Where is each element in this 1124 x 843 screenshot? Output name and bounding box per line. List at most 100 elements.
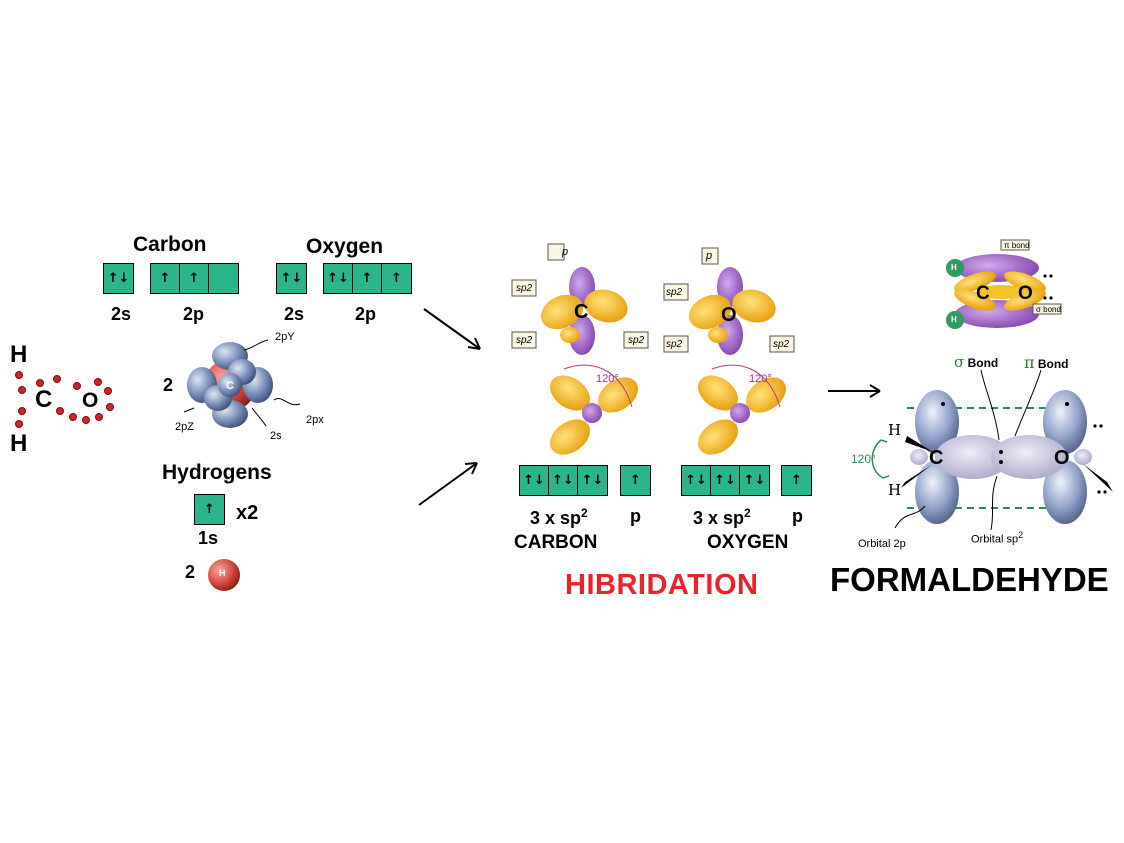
sigma-bond-label: σ Bond: [954, 353, 998, 371]
label-2py: 2pY: [275, 331, 295, 343]
hydrogens-title: Hydrogens: [162, 461, 272, 484]
carbon-trigonal-orbitals: [550, 364, 638, 455]
oxygen-hybrid-center: O: [721, 304, 737, 326]
carbon-orbital-label-sp2-b: sp2: [516, 335, 533, 346]
pi-symbol: π: [1024, 353, 1035, 372]
small-model-sigma-bond: σ bond: [1036, 305, 1061, 314]
oxygen-title: Oxygen: [306, 235, 384, 258]
small-model-h-top: H: [951, 263, 957, 272]
oxygen-orbital-label-sp2-b: sp2: [666, 339, 683, 350]
label-2pz: 2pZ: [175, 421, 194, 433]
pi-bond-text: Bond: [1037, 357, 1069, 371]
orbital-box: ↑: [791, 473, 802, 488]
carbon-sp2-label-text: 3 x sp: [530, 508, 582, 528]
carbon-p-label: p: [630, 506, 641, 526]
hybridation-title: HIBRIDATION: [565, 569, 759, 601]
orbital-sp2-label: Orbital sp2: [971, 530, 1023, 546]
pi-bond-label: π Bond: [1024, 353, 1069, 372]
lewis-electron-dots: [15, 371, 114, 428]
formaldehyde-h-top: H: [888, 421, 902, 439]
orbital-box: ↑: [180, 264, 209, 293]
formaldehyde-orbital-model: [871, 369, 1113, 531]
orbital-box: ↑↓: [520, 466, 549, 495]
oxygen-sp2-label-text: 3 x sp: [693, 508, 745, 528]
svg-text:C: C: [226, 380, 234, 392]
lewis-o: O: [82, 389, 99, 412]
carbon-orbital-label-sp2-a: sp2: [516, 283, 533, 294]
formaldehyde-small-model: [946, 239, 1062, 329]
oxygen-2s-boxes: ↑↓: [276, 263, 307, 294]
oxygen-hybrid-name: OXYGEN: [707, 532, 789, 553]
carbon-angle-label: 120°: [596, 373, 619, 385]
oxygen-sp2-superscript: 2: [744, 506, 751, 520]
carbon-p-boxes: ↑: [620, 465, 651, 496]
small-model-h-bottom: H: [951, 315, 957, 324]
oxygen-2p-boxes: ↑↓ ↑ ↑: [323, 263, 412, 294]
carbon-2s-label: 2s: [111, 304, 132, 324]
orbital-box: ↑↓: [581, 473, 604, 488]
oxygen-angle-label: 120°: [749, 373, 772, 385]
carbon-sp2-label: 3 x sp2: [530, 507, 588, 527]
oxygen-sp2-boxes: ↑↓ ↑↓ ↑↓: [681, 465, 770, 496]
orbital-box: ↑: [151, 264, 180, 293]
hydrogen-atom-symbol: H: [219, 568, 226, 578]
orbital-box: ↑↓: [682, 466, 711, 495]
oxygen-orbital-label-sp2-c: sp2: [773, 339, 790, 350]
oxygen-2p-label: 2p: [355, 304, 377, 324]
orbital-box: ↑↓: [280, 271, 303, 286]
hydrogens-multiplier: x2: [236, 502, 259, 524]
small-model-pi-bond: π bond: [1004, 241, 1030, 250]
carbon-orbital-label-p: p: [562, 246, 569, 258]
orbital-box: ↑: [204, 502, 215, 517]
orbital-sp2-superscript: 2: [1018, 530, 1024, 540]
lewis-structure: H H C O: [0, 335, 130, 465]
orbital-box: ↑: [391, 271, 402, 286]
orbital-box: [209, 264, 238, 293]
orbital-box: ↑↓: [711, 466, 740, 495]
lewis-c: C: [35, 386, 53, 413]
hydrogen-atom-count: 2: [185, 562, 196, 582]
carbon-sp2-boxes: ↑↓ ↑↓ ↑↓: [519, 465, 608, 496]
orbital-box: ↑↓: [107, 271, 130, 286]
orbital-box: ↑↓: [743, 473, 766, 488]
label-2s-model: 2s: [270, 430, 282, 442]
label-2px: 2px: [306, 414, 324, 426]
carbon-hybrid-orbitals: [511, 243, 649, 355]
oxygen-2s-label: 2s: [284, 304, 305, 324]
carbon-sp2-superscript: 2: [581, 506, 588, 520]
oxygen-sp2-label: 3 x sp2: [693, 507, 751, 527]
formaldehyde-angle: 120°: [851, 452, 876, 466]
carbon-2p-label: 2p: [183, 304, 205, 324]
oxygen-hybrid-orbitals: [663, 247, 795, 355]
oxygen-orbital-label-p: p: [706, 250, 713, 262]
hydrogen-1s-boxes: ↑: [194, 494, 225, 525]
hydrogen-1s-label: 1s: [198, 528, 219, 548]
formaldehyde-c: C: [929, 447, 944, 469]
carbon-hybrid-center: C: [574, 301, 589, 323]
orbital-sp2-text: Orbital sp: [971, 533, 1019, 546]
formaldehyde-title: FORMALDEHYDE: [830, 561, 1109, 598]
oxygen-orbital-label-sp2-a: sp2: [666, 287, 683, 298]
arrow-to-hybridation-bottom: [418, 462, 478, 506]
oxygen-p-boxes: ↑: [781, 465, 812, 496]
formaldehyde-o: O: [1054, 447, 1070, 469]
carbon-2s-boxes: ↑↓: [103, 263, 134, 294]
orbital-box: ↑↓: [324, 264, 353, 293]
small-model-c: C: [976, 283, 990, 304]
oxygen-p-label: p: [792, 506, 803, 526]
hydrogen-atom-sphere: [208, 559, 240, 591]
sigma-symbol: σ: [954, 353, 965, 371]
orbital-box: ↑: [353, 264, 382, 293]
orbital-box: ↑: [630, 473, 641, 488]
lewis-h-top: H: [10, 341, 28, 368]
arrow-to-hybridation-top: [423, 308, 481, 350]
orbital-box: ↑↓: [549, 466, 578, 495]
carbon-orbital-model: C: [183, 339, 301, 428]
orbital-2p-label: Orbital 2p: [858, 538, 906, 550]
sigma-bond-text: Bond: [967, 356, 999, 370]
lewis-h-bottom: H: [10, 430, 28, 457]
arrow-to-formaldehyde: [828, 384, 881, 398]
carbon-hybrid-name: CARBON: [514, 532, 598, 553]
small-model-o: O: [1018, 283, 1033, 304]
carbon-2p-boxes: ↑ ↑: [150, 263, 239, 294]
